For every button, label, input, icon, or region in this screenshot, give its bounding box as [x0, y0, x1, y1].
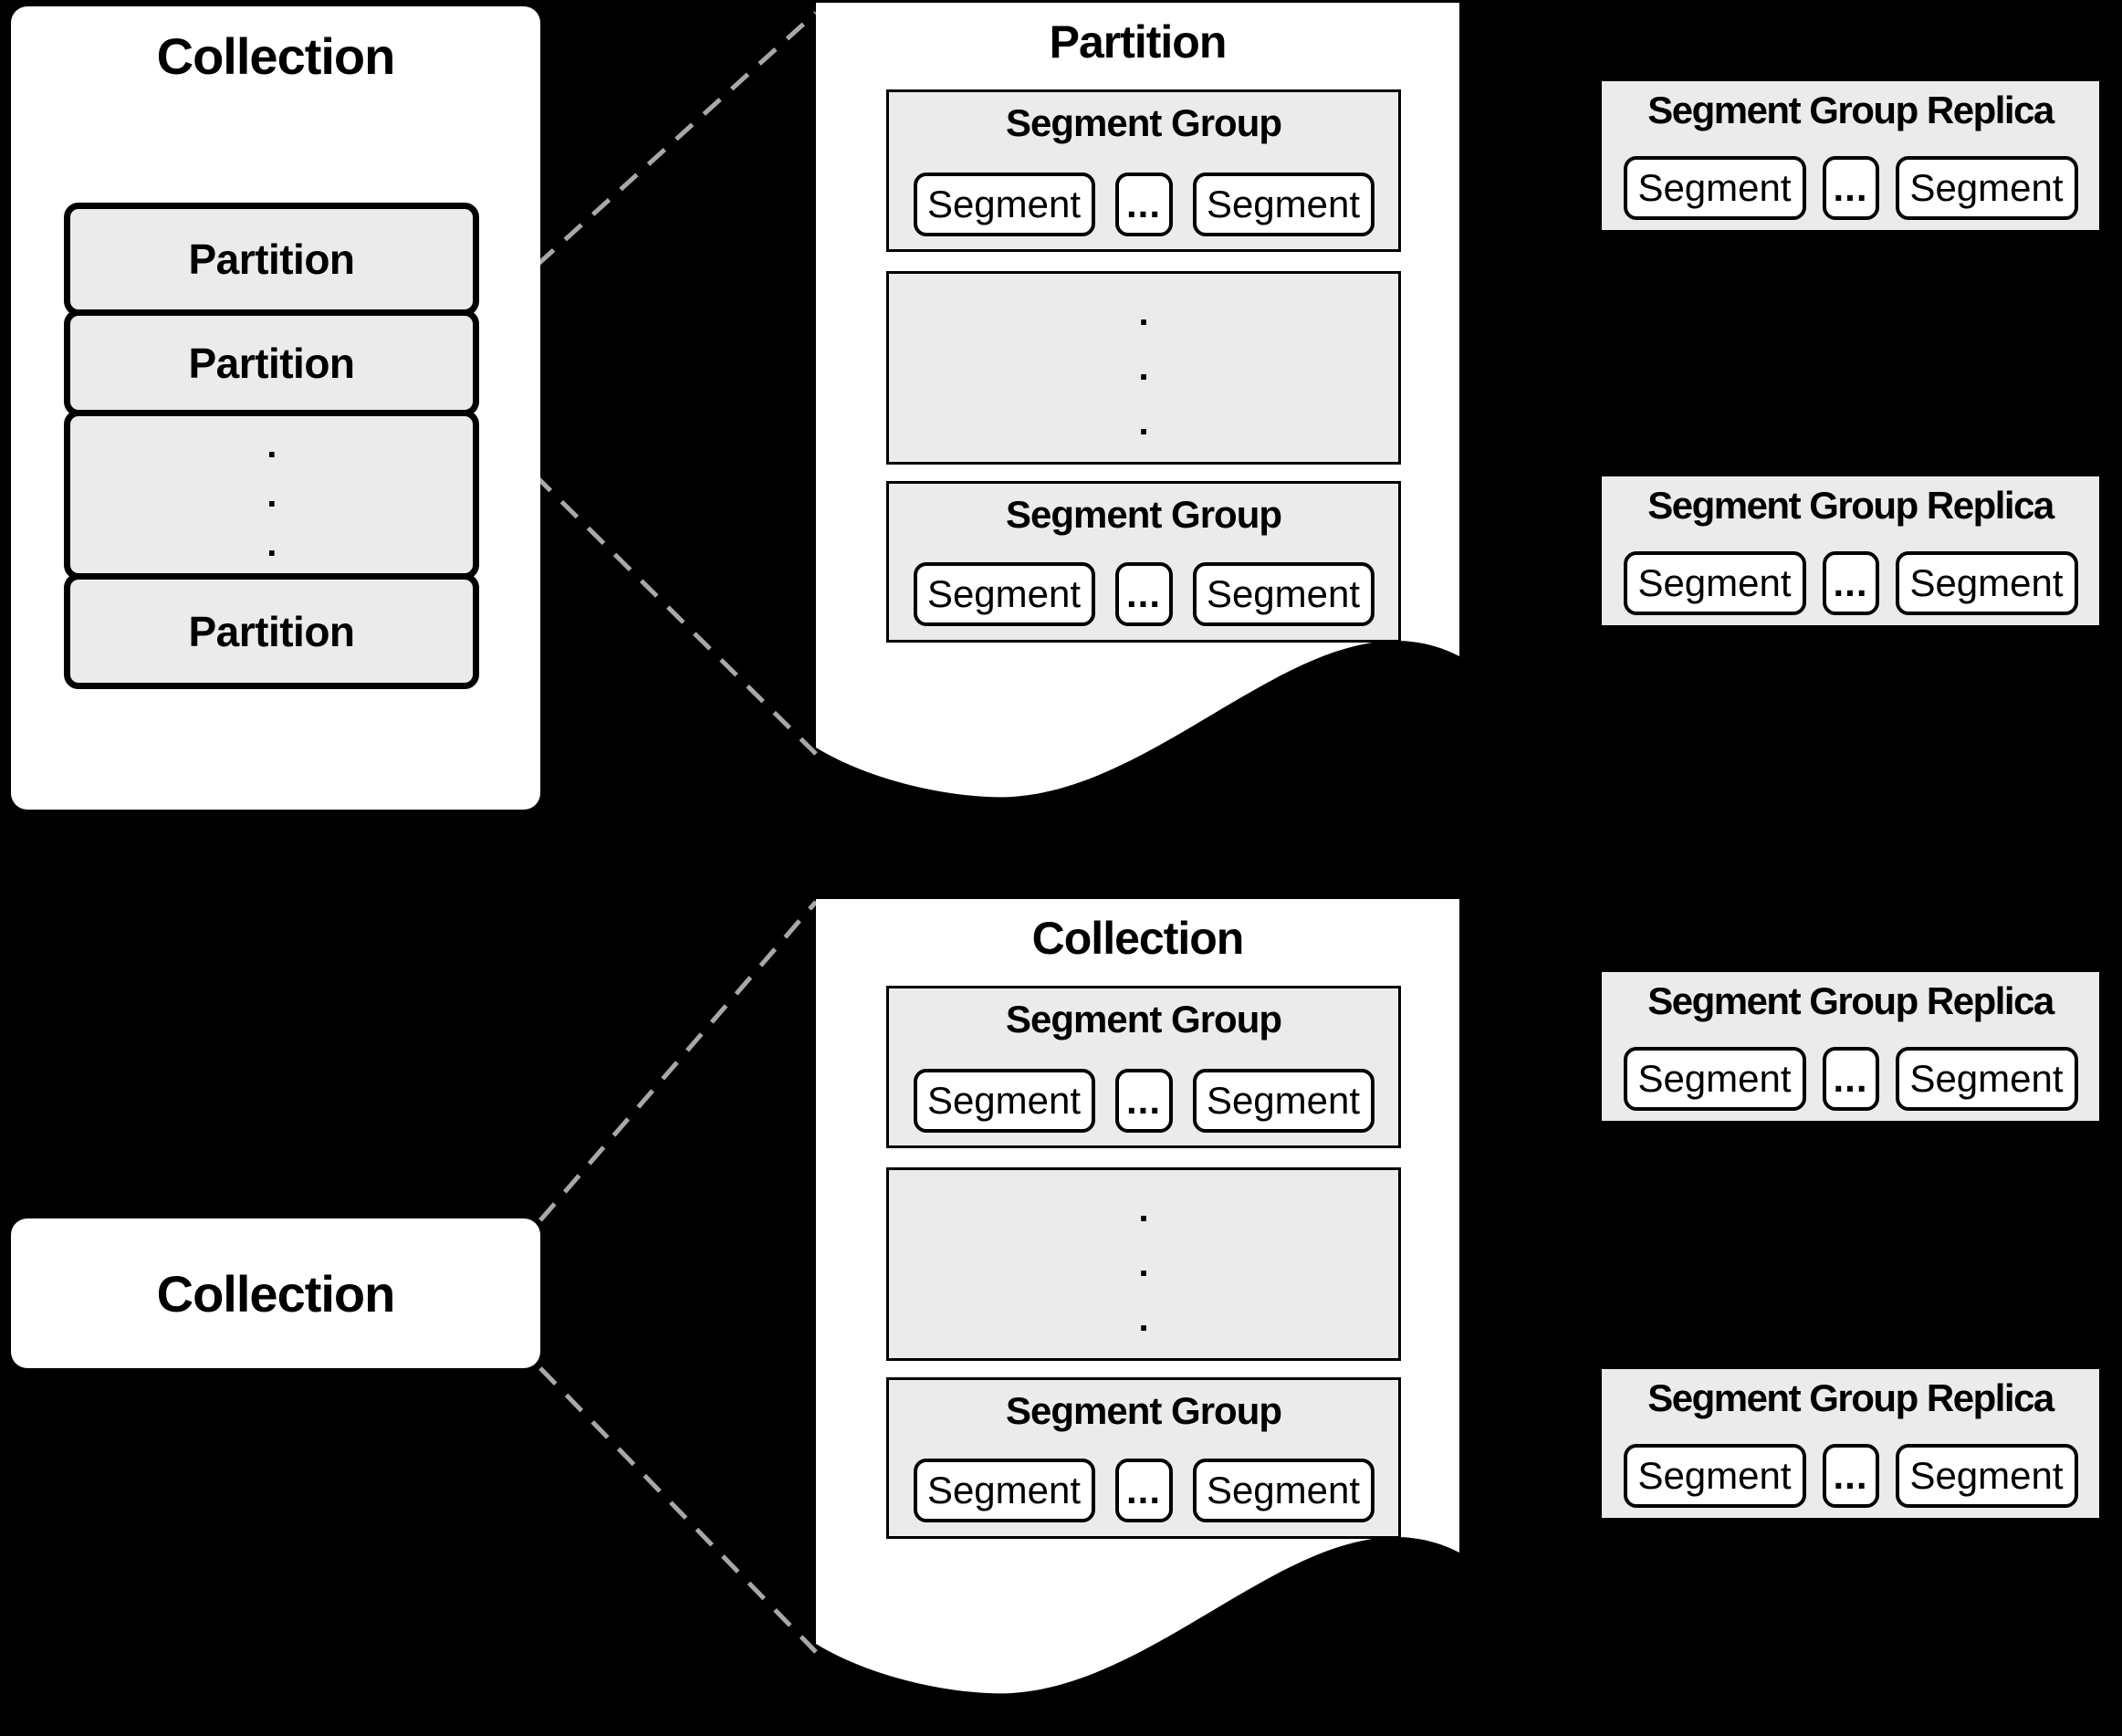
collection-overview-panel: Collection Partition Partition . . . Par… — [11, 6, 540, 810]
segment-ellipsis-box: ... — [1822, 551, 1879, 615]
segment-box: Segment — [1192, 562, 1375, 626]
vertical-ellipsis: . . . — [1138, 1189, 1149, 1339]
segment-group-replica: Segment Group Replica Segment ... Segmen… — [1602, 1369, 2099, 1518]
segment-box: Segment — [1623, 156, 1806, 220]
segment-group-replica: Segment Group Replica Segment ... Segmen… — [1602, 81, 2099, 230]
partition-detail-panel: Partition Segment Group Segment ... Segm… — [816, 3, 1459, 824]
segment-ellipsis-box: ... — [1114, 1459, 1173, 1522]
segment-group: Segment Group Segment ... Segment — [886, 89, 1401, 252]
segment-ellipsis-box: ... — [1822, 156, 1879, 220]
replica-title: Segment Group Replica — [1647, 89, 2054, 131]
segment-group-title: Segment Group — [1005, 493, 1282, 536]
partition-box: Partition — [64, 203, 479, 316]
segment-group-title: Segment Group — [1005, 101, 1282, 144]
segment-group-replica: Segment Group Replica Segment ... Segmen… — [1602, 476, 2099, 625]
partition-ellipsis-box: . . . — [64, 410, 479, 580]
segment-group-title: Segment Group — [1005, 998, 1282, 1041]
collection-detail-title: Collection — [1031, 913, 1245, 964]
segment-box: Segment — [1895, 1047, 2078, 1111]
replica-title: Segment Group Replica — [1647, 1376, 2054, 1419]
collection-label-title: Collection — [156, 1264, 396, 1323]
collection-detail-panel: Collection Segment Group Segment ... Seg… — [816, 899, 1459, 1720]
collection-label-box: Collection — [11, 1218, 540, 1368]
segment-ellipsis-box: ... — [1822, 1444, 1879, 1508]
segment-group: Segment Group Segment ... Segment — [886, 481, 1401, 643]
segment-group: Segment Group Segment ... Segment — [886, 986, 1401, 1148]
vertical-ellipsis: . . . — [267, 425, 277, 564]
segment-ellipsis-box: ... — [1114, 1069, 1173, 1133]
segment-box: Segment — [913, 1069, 1095, 1133]
segment-box: Segment — [1192, 1459, 1375, 1522]
partition-box: Partition — [64, 573, 479, 689]
segment-box: Segment — [913, 1459, 1095, 1522]
segment-ellipsis-box: ... — [1114, 562, 1173, 626]
segment-box: Segment — [1192, 1069, 1375, 1133]
segment-group-replica: Segment Group Replica Segment ... Segmen… — [1602, 972, 2099, 1121]
segment-box: Segment — [913, 562, 1095, 626]
partition-box: Partition — [64, 309, 479, 416]
connector-collection-bottom — [538, 1366, 818, 1654]
segment-box: Segment — [913, 173, 1095, 236]
group-ellipsis-box: . . . — [886, 1167, 1401, 1361]
segment-ellipsis-box: ... — [1114, 173, 1173, 236]
segment-group: Segment Group Segment ... Segment — [886, 1377, 1401, 1539]
segment-box: Segment — [1192, 173, 1375, 236]
replica-title: Segment Group Replica — [1647, 484, 2054, 527]
group-ellipsis-box: . . . — [886, 271, 1401, 465]
segment-box: Segment — [1623, 1047, 1806, 1111]
segment-box: Segment — [1623, 551, 1806, 615]
vertical-ellipsis: . . . — [1138, 293, 1149, 443]
collection-overview-title: Collection — [156, 27, 396, 85]
segment-box: Segment — [1623, 1444, 1806, 1508]
segment-group-title: Segment Group — [1005, 1389, 1282, 1432]
partition-detail-title: Partition — [1049, 16, 1228, 68]
connector-collection-top — [538, 900, 818, 1222]
replica-title: Segment Group Replica — [1647, 979, 2054, 1022]
segment-box: Segment — [1895, 551, 2078, 615]
partition-stack: Partition Partition . . . Partition — [64, 203, 479, 689]
segment-box: Segment — [1895, 156, 2078, 220]
segment-ellipsis-box: ... — [1822, 1047, 1879, 1111]
segment-box: Segment — [1895, 1444, 2078, 1508]
